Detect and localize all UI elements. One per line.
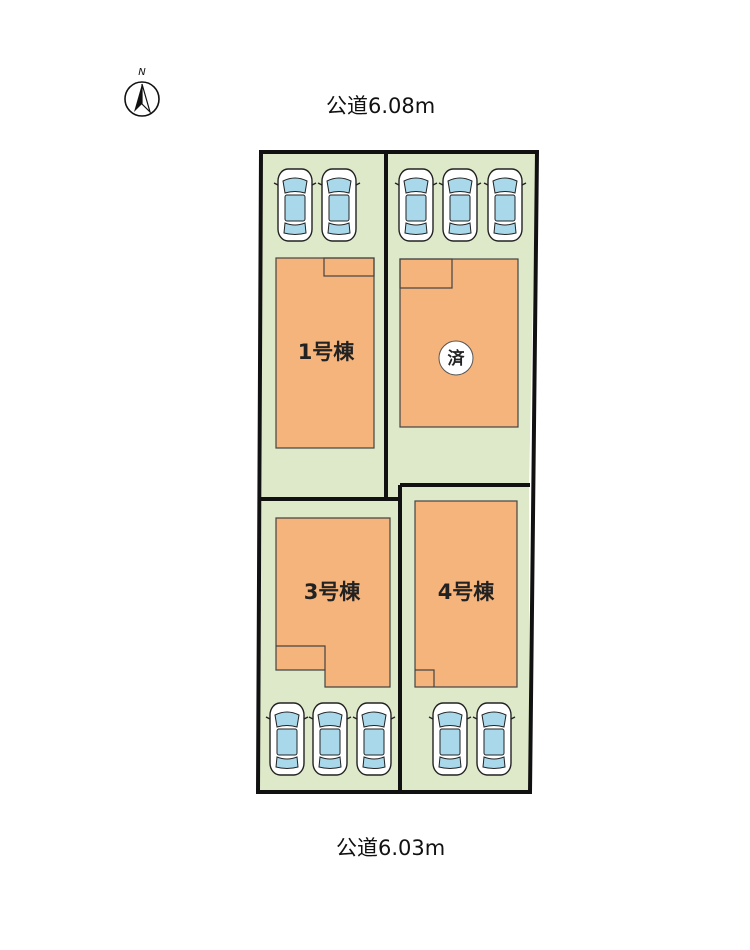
site-outline [255,150,540,794]
parked-car-icon [438,168,482,242]
lot-2: 済 [386,153,536,498]
building-3-label: 3号棟 [304,580,362,604]
north-arrow-icon [134,84,142,112]
building-1: 1号棟 [275,257,375,449]
building-4-label: 4号棟 [438,580,496,604]
parked-car-icon [352,702,396,776]
parked-car-icon [428,702,472,776]
lot-2-parking [394,168,527,242]
building-3: 3号棟 [275,517,391,688]
lot-1: 1号棟 [262,153,386,498]
parked-car-icon [483,168,527,242]
lot-3: 3号棟 [258,498,400,791]
parked-car-icon [394,168,438,242]
building-1-label: 1号棟 [298,340,356,364]
parked-car-icon [308,702,352,776]
lot-3-parking [265,702,396,776]
parked-car-icon [472,702,516,776]
sold-badge [438,340,474,376]
parked-car-icon [317,168,361,242]
road-label-north: 公道6.08m [326,94,436,118]
road-label-south: 公道6.03m [336,836,446,860]
lot-boundaries [255,150,540,794]
building-2: 済 [399,258,519,428]
sold-mark: 済 [448,348,466,369]
parked-car-icon [265,702,309,776]
parked-car-icon [273,168,317,242]
north-compass: N [124,67,160,117]
building-4: 4号棟 [414,500,518,688]
compass-label: N [138,67,146,78]
lot-4: 4号棟 [400,485,529,791]
